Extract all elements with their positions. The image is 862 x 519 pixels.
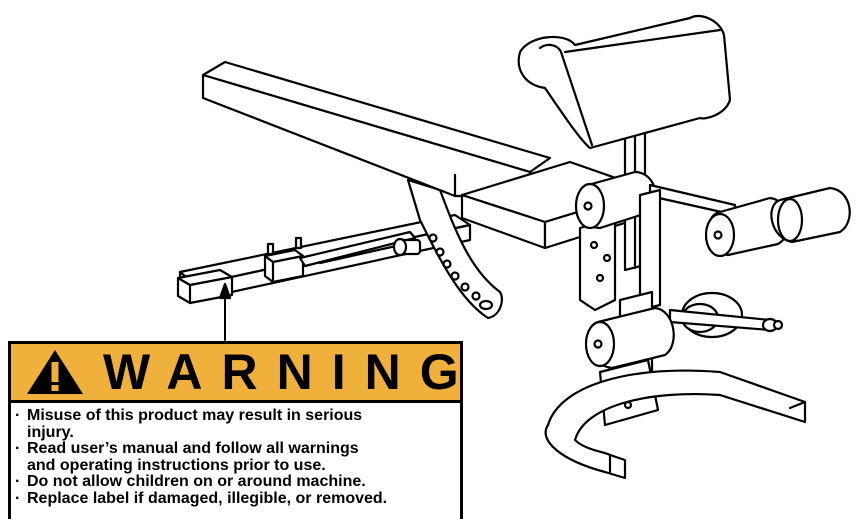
adjustment-sleeve <box>263 236 305 284</box>
warning-bullet: · <box>15 440 21 457</box>
warning-title: WARNING <box>103 344 478 400</box>
upper-leg-roller-far-right <box>770 186 851 244</box>
tube-end-cap <box>176 268 234 305</box>
warning-item: · Do not allow children on or around mac… <box>15 473 460 491</box>
warning-item-text: Misuse of this product may result in ser… <box>27 407 363 441</box>
weight-plate-holder <box>668 291 784 339</box>
support-strut <box>298 230 417 268</box>
upper-leg-roller-left <box>574 170 657 230</box>
side-bracket-plate <box>578 216 617 312</box>
warning-item: · Read user’s manual and follow all warn… <box>15 440 460 474</box>
warning-item: · Misuse of this product may result in s… <box>15 407 460 441</box>
warning-list: · Misuse of this product may result in s… <box>11 403 460 507</box>
base-stabilizer <box>544 369 807 480</box>
warning-header: WARNING <box>11 344 460 403</box>
pop-pin-knob <box>392 237 422 257</box>
exclamation-triangle-icon <box>27 350 83 394</box>
warning-label: WARNING · Misuse of this product may res… <box>8 341 463 519</box>
upper-leg-roller-right <box>704 196 790 258</box>
warning-item: · Replace label if damaged, illegible, o… <box>15 489 460 508</box>
preacher-curl-pad <box>517 14 732 150</box>
warning-bullet: · <box>15 489 21 507</box>
warning-item-text: Do not allow children on or around machi… <box>27 473 366 490</box>
adjustment-arc-plate <box>406 178 504 320</box>
warning-bullet: · <box>15 407 21 424</box>
backrest-pad <box>201 60 552 198</box>
warning-item-text: Read user’s manual and follow all warnin… <box>27 440 359 474</box>
lower-leg-roller <box>584 306 675 370</box>
warning-bullet: · <box>15 473 21 490</box>
warning-pointer <box>218 282 232 341</box>
warning-item-text: Replace label if damaged, illegible, or … <box>27 489 388 507</box>
